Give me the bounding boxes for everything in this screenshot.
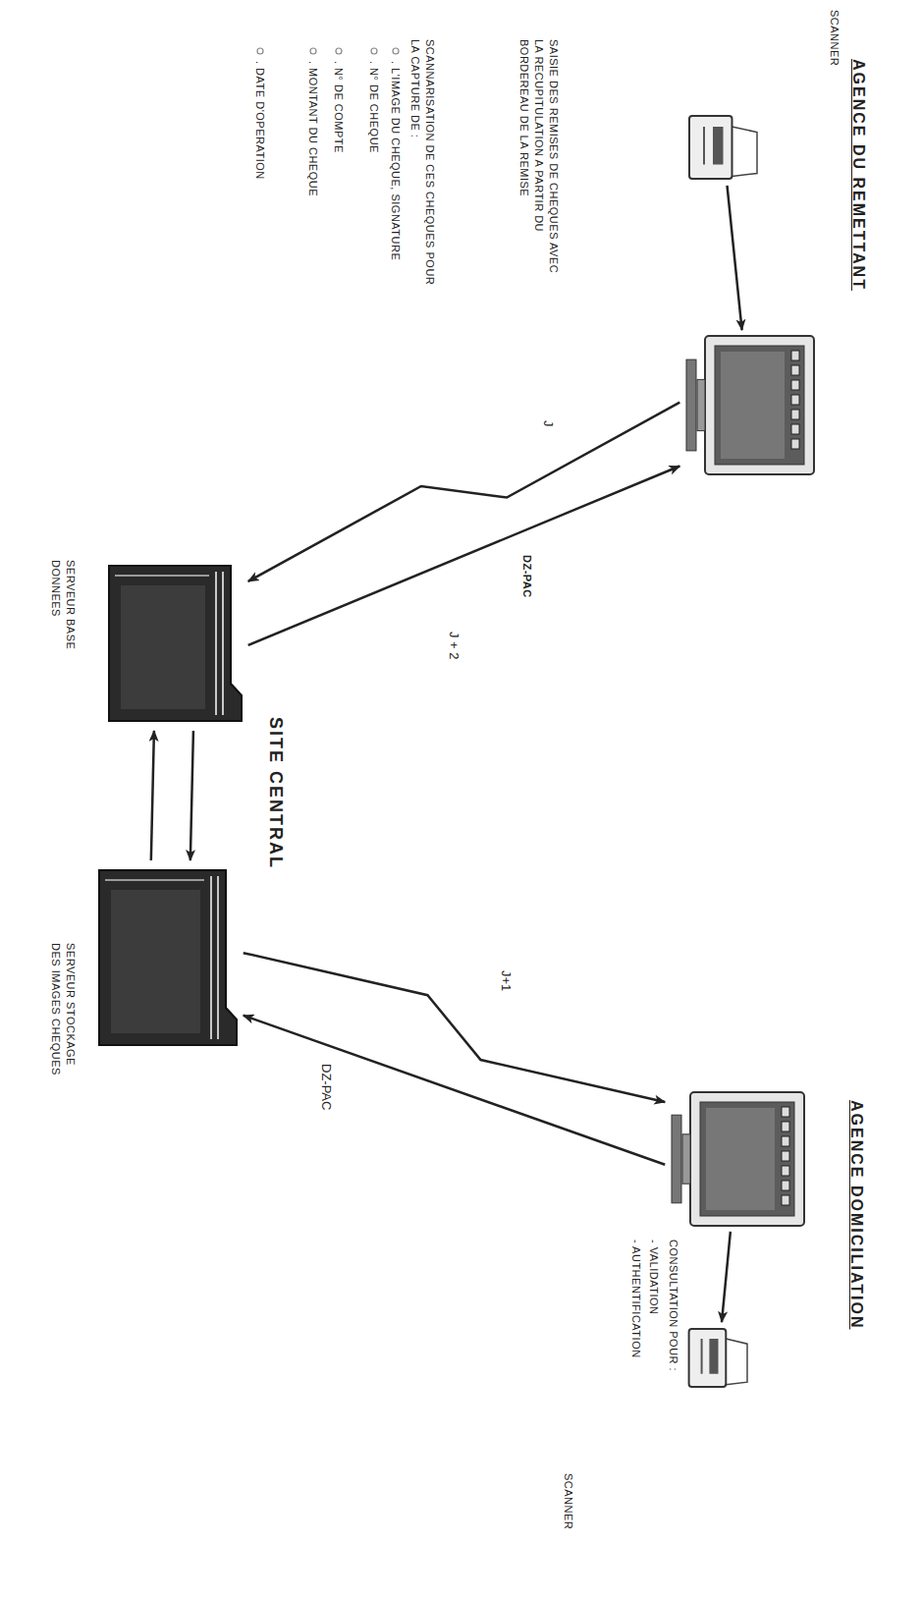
link-label: J+1 bbox=[497, 967, 515, 994]
scanner-part bbox=[703, 126, 706, 165]
server-part bbox=[114, 574, 210, 577]
scanner-node: SCANNER bbox=[686, 112, 760, 182]
server-part bbox=[216, 875, 219, 1039]
note-text: SITE CENTRAL bbox=[265, 716, 286, 869]
computer-part bbox=[781, 1150, 790, 1161]
note-text: - VALIDATION bbox=[646, 1239, 661, 1315]
computer-part bbox=[791, 409, 800, 420]
note-text: DZ-PAC bbox=[519, 554, 535, 598]
computer-part bbox=[781, 1136, 790, 1146]
computer-part bbox=[705, 1107, 775, 1210]
note-text: . N° DE CHEQUE bbox=[366, 60, 381, 154]
node-heading: AGENCE DU REMETTANT bbox=[849, 58, 868, 291]
computer-part bbox=[705, 335, 814, 475]
note-text: . DATE D'OPERATION bbox=[252, 60, 268, 180]
link-arrow bbox=[243, 952, 665, 1102]
link-arrow bbox=[721, 1231, 731, 1322]
node-heading: SERVEUR STOCKAGE DES IMAGES CHEQUES bbox=[48, 942, 78, 1081]
computer-part bbox=[781, 1106, 790, 1117]
scanner-icon bbox=[686, 112, 760, 182]
server-part bbox=[99, 869, 237, 1045]
note-text: SAISIE DES REMISES DE CHEQUES AVEC LA RE… bbox=[516, 39, 561, 287]
computer-part bbox=[690, 1091, 805, 1226]
link-arrow bbox=[727, 185, 743, 330]
note-text: . L'IMAGE DU CHEQUE, SIGNATURE bbox=[387, 60, 403, 261]
computer-part bbox=[720, 351, 785, 459]
node-heading: SCANNER bbox=[826, 9, 842, 66]
scanner-part bbox=[725, 1338, 748, 1385]
bullet-dot bbox=[310, 48, 317, 55]
link-arrow bbox=[151, 730, 155, 861]
computer-part bbox=[791, 394, 800, 405]
bullet-dot bbox=[257, 48, 264, 55]
scanner-part bbox=[689, 1328, 727, 1387]
scanner-node: SCANNER bbox=[686, 1325, 751, 1390]
note-text: - AUTHENTIFICATION bbox=[628, 1239, 644, 1358]
note-text: . MONTANT DU CHEQUE bbox=[305, 60, 321, 197]
node-heading: SCANNER bbox=[560, 1472, 576, 1529]
link-arrow bbox=[248, 466, 681, 646]
computer-part bbox=[697, 379, 706, 431]
server-part bbox=[210, 875, 213, 1039]
computer-part bbox=[791, 350, 800, 361]
bullet-dot bbox=[335, 48, 342, 55]
link-label: J bbox=[540, 417, 557, 431]
node-heading: AGENCE DOMICILIATION bbox=[847, 1099, 866, 1329]
scanner-icon bbox=[686, 1325, 751, 1390]
computer-part bbox=[791, 365, 800, 376]
computer-node: AGENCE DOMICILIATION bbox=[668, 1089, 807, 1228]
link-arrow bbox=[190, 730, 194, 861]
scanner-part bbox=[701, 1338, 704, 1374]
server-part bbox=[120, 585, 206, 709]
server-part bbox=[110, 889, 201, 1033]
link-label: J + 2 bbox=[445, 628, 463, 663]
bullet-dot bbox=[371, 48, 378, 55]
note-text: CONSULTATION POUR : bbox=[665, 1239, 681, 1371]
server-part bbox=[215, 571, 217, 715]
server-part bbox=[108, 565, 242, 721]
computer-part bbox=[791, 379, 800, 390]
scanner-part bbox=[689, 115, 733, 179]
link-arrow bbox=[243, 1015, 665, 1165]
scanner-part bbox=[712, 126, 724, 165]
computer-part bbox=[791, 424, 800, 434]
scanner-part bbox=[732, 126, 759, 176]
computer-part bbox=[714, 345, 805, 465]
computer-part bbox=[671, 1114, 682, 1203]
computer-part bbox=[781, 1194, 790, 1205]
server-node: SERVEUR STOCKAGE DES IMAGES CHEQUES bbox=[97, 864, 240, 1051]
computer-part bbox=[781, 1180, 790, 1191]
computer-node: AGENCE DU REMETTANT bbox=[683, 333, 816, 477]
link-label: DZ-PAC bbox=[318, 1060, 335, 1113]
node-heading: SERVEUR BASE DONNEES bbox=[48, 559, 78, 673]
scanner-part bbox=[708, 1338, 718, 1374]
note-text: SCANNARISATION DE CES CHEQUES POUR LA CA… bbox=[407, 39, 437, 287]
computer-part bbox=[791, 438, 800, 449]
computer-part bbox=[686, 359, 697, 451]
computer-part bbox=[781, 1165, 790, 1176]
bullet-dot bbox=[392, 48, 399, 55]
server-part bbox=[221, 571, 224, 715]
computer-icon bbox=[683, 333, 816, 477]
note-text: . N° DE COMPTE bbox=[330, 60, 346, 154]
computer-part bbox=[682, 1134, 691, 1184]
computer-part bbox=[700, 1101, 795, 1216]
server-icon bbox=[107, 559, 245, 727]
server-icon bbox=[97, 864, 240, 1051]
server-node: SERVEUR BASE DONNEES bbox=[107, 559, 245, 727]
server-part bbox=[105, 878, 205, 881]
computer-part bbox=[781, 1121, 790, 1132]
computer-icon bbox=[668, 1089, 807, 1228]
